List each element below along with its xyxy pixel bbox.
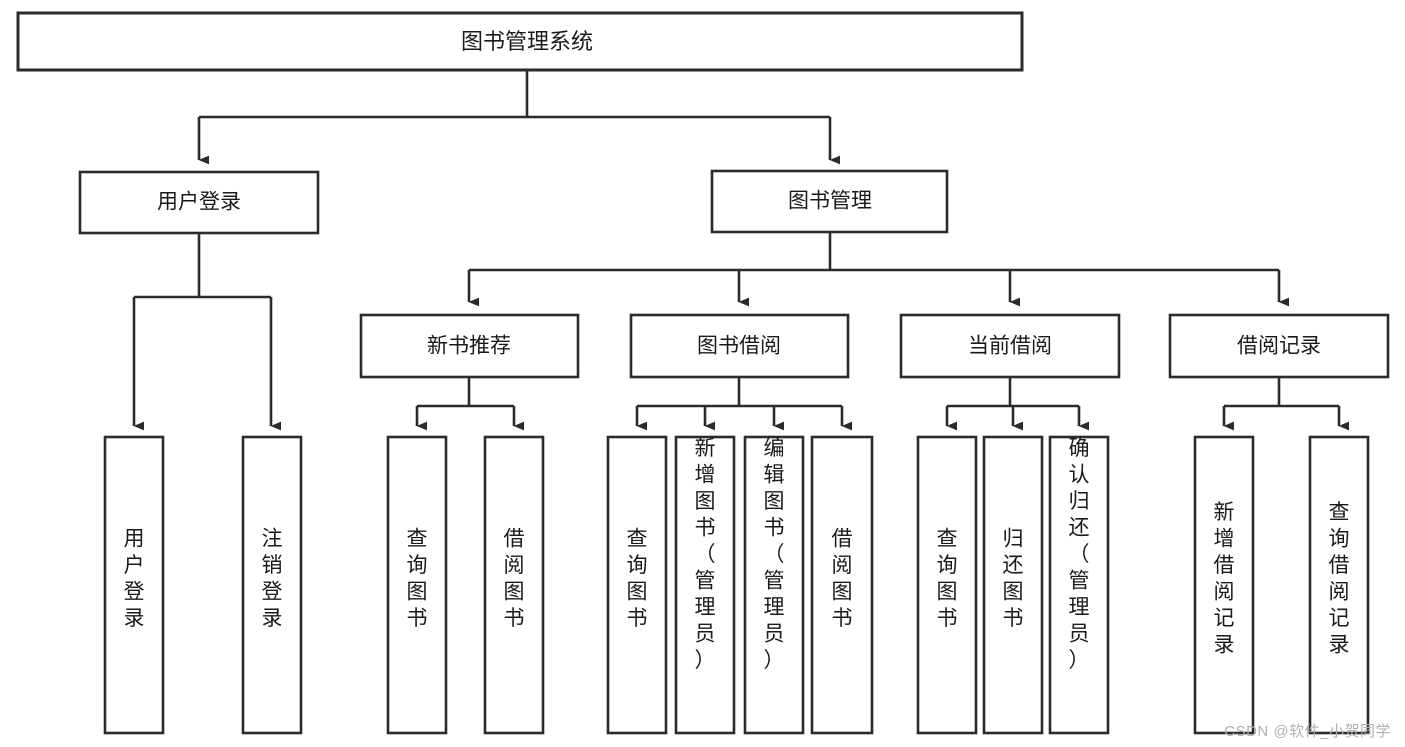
leaf-borrow-record-1-box[interactable] [1193, 435, 1255, 735]
leaf-new-book-1[interactable]: 查询图书 [386, 435, 448, 735]
leaf-book-borrow-3[interactable]: 编辑图书（管理员） [743, 435, 805, 735]
leaf-borrow-record-1-label: 新增借阅记录 [1214, 501, 1235, 657]
leaf-book-borrow-3-box[interactable] [743, 435, 805, 735]
node-root-box[interactable] [16, 11, 1024, 72]
leaf-user-login-1-box[interactable] [103, 435, 165, 735]
node-root-label: 图书管理系统 [461, 29, 593, 54]
edges-group [132, 70, 1350, 431]
leaf-book-borrow-4[interactable]: 借阅图书 [810, 435, 874, 735]
node-new-book-recommend-box[interactable] [359, 313, 580, 379]
leaf-book-borrow-4-box[interactable] [810, 435, 874, 735]
leaf-borrow-record-2[interactable]: 查询借阅记录 [1308, 435, 1370, 735]
leaf-book-borrow-4-label: 借阅图书 [832, 527, 853, 630]
node-book-borrow-box[interactable] [629, 313, 850, 379]
node-borrow-record-label: 借阅记录 [1237, 335, 1321, 358]
node-book-manage-box[interactable] [710, 169, 949, 234]
leaf-current-borrow-2-box[interactable] [982, 435, 1044, 735]
node-current-borrow[interactable]: 当前借阅 [899, 313, 1121, 379]
leaf-new-book-1-label: 查询图书 [407, 527, 428, 630]
leaf-borrow-record-2-box[interactable] [1308, 435, 1370, 735]
node-borrow-record-box[interactable] [1168, 313, 1390, 379]
leaf-book-borrow-1-box[interactable] [606, 435, 668, 735]
leaf-book-borrow-2-label: 新增图书（管理员） [695, 437, 716, 672]
leaf-current-borrow-2-label: 归还图书 [1003, 527, 1024, 630]
leaf-current-borrow-2[interactable]: 归还图书 [982, 435, 1044, 735]
node-book-manage[interactable]: 图书管理 [710, 169, 949, 234]
node-current-borrow-label: 当前借阅 [968, 335, 1052, 358]
leaf-current-borrow-1-box[interactable] [916, 435, 978, 735]
node-current-borrow-box[interactable] [899, 313, 1121, 379]
leaf-book-borrow-1[interactable]: 查询图书 [606, 435, 668, 735]
leaf-current-borrow-1-label: 查询图书 [937, 527, 958, 630]
leaf-new-book-2-label: 借阅图书 [504, 527, 525, 630]
leaf-new-book-1-box[interactable] [386, 435, 448, 735]
leaf-user-login-2-box[interactable] [241, 435, 303, 735]
leaf-current-borrow-3[interactable]: 确认归还（管理员） [1048, 435, 1110, 735]
leaf-book-borrow-2-box[interactable] [674, 435, 736, 735]
node-user-login[interactable]: 用户登录 [78, 170, 320, 235]
leaf-borrow-record-1[interactable]: 新增借阅记录 [1193, 435, 1255, 735]
node-new-book-recommend[interactable]: 新书推荐 [359, 313, 580, 379]
leaf-borrow-record-2-label: 查询借阅记录 [1329, 501, 1350, 657]
node-book-manage-label: 图书管理 [788, 190, 872, 213]
leaf-user-login-2-label: 注销登录 [262, 527, 283, 630]
leaf-current-borrow-3-box[interactable] [1048, 435, 1110, 735]
leaf-book-borrow-1-label: 查询图书 [627, 527, 648, 630]
leaf-user-login-1[interactable]: 用户登录 [103, 435, 165, 735]
leaf-current-borrow-3-label: 确认归还（管理员） [1069, 437, 1090, 672]
leaf-new-book-2[interactable]: 借阅图书 [483, 435, 545, 735]
leaf-new-book-2-box[interactable] [483, 435, 545, 735]
node-user-login-box[interactable] [78, 170, 320, 235]
leaf-current-borrow-1[interactable]: 查询图书 [916, 435, 978, 735]
node-book-borrow-label: 图书借阅 [697, 335, 781, 358]
leaf-book-borrow-2[interactable]: 新增图书（管理员） [674, 435, 736, 735]
leaf-user-login-1-label: 用户登录 [124, 527, 145, 630]
node-borrow-record[interactable]: 借阅记录 [1168, 313, 1390, 379]
node-root[interactable]: 图书管理系统 [16, 11, 1024, 72]
node-user-login-label: 用户登录 [157, 191, 241, 214]
csdn-watermark: CSDN @软件_小贺同学 [1224, 723, 1391, 740]
leaf-book-borrow-3-label: 编辑图书（管理员） [764, 437, 785, 672]
node-book-borrow[interactable]: 图书借阅 [629, 313, 850, 379]
node-new-book-recommend-label: 新书推荐 [427, 335, 511, 358]
leaf-user-login-2[interactable]: 注销登录 [241, 435, 303, 735]
